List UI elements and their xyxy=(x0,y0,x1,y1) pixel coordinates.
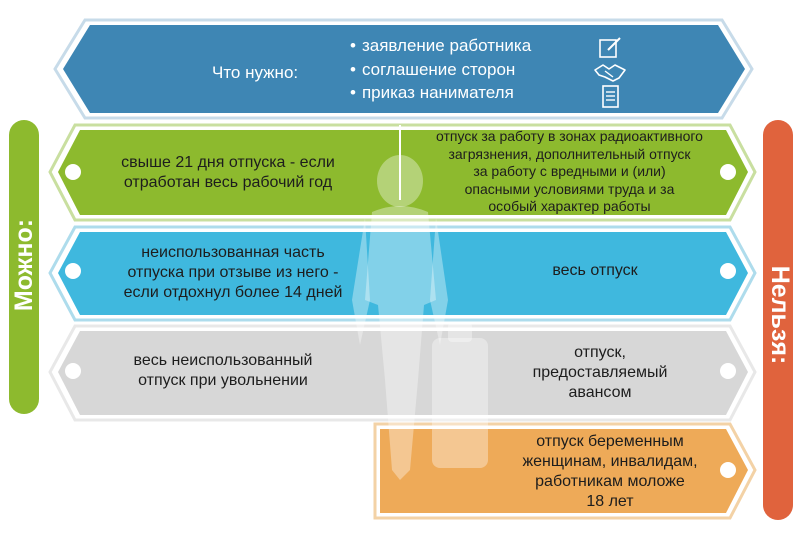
row-4-right-dot xyxy=(720,462,736,478)
traveler-silhouette xyxy=(352,155,488,480)
left-side-bar xyxy=(9,120,39,414)
row-2-right-dot xyxy=(720,263,736,279)
requirement-item: приказ нанимателя xyxy=(350,81,531,105)
pen-document-icon xyxy=(599,37,621,58)
row-2-banner-fill xyxy=(58,232,748,315)
row-3-left-dot xyxy=(65,363,81,379)
row-4-banner-fill xyxy=(380,429,748,513)
left-side-label: Можно: xyxy=(10,218,38,312)
row-1-cannot-text: отпуск за работу в зонах радиоактивного … xyxy=(436,128,703,215)
row-3-can-text: весь неиспользованный отпуск при увольне… xyxy=(133,352,313,389)
requirements-list: заявление работника соглашение сторон пр… xyxy=(350,34,531,105)
requirements-label: Что нужно: xyxy=(212,63,299,82)
requirement-item: соглашение сторон xyxy=(350,58,531,82)
document-list-icon xyxy=(602,85,619,108)
requirement-item: заявление работника xyxy=(350,34,531,58)
row-4-cannot-text: отпуск беременным женщинам, инвалидам, р… xyxy=(522,433,698,510)
row-3-right-dot xyxy=(720,363,736,379)
right-side-bar xyxy=(763,120,793,520)
row-2-cannot-text: весь отпуск xyxy=(552,262,638,279)
row-2-left-dot xyxy=(65,263,81,279)
right-side-label: Нельзя: xyxy=(766,265,794,365)
row-3-cannot-text: отпуск, предоставляемый авансом xyxy=(532,344,668,401)
row-1-can-text: свыше 21 дня отпуска - если отработан ве… xyxy=(121,154,335,191)
row-3-banner-fill xyxy=(58,331,748,415)
handshake-icon xyxy=(594,64,626,82)
row-1-left-dot xyxy=(65,164,81,180)
row-1-right-dot xyxy=(720,164,736,180)
row-2-can-text: неиспользованная часть отпуска при отзыв… xyxy=(123,244,343,301)
row-1-banner-fill xyxy=(58,130,748,215)
